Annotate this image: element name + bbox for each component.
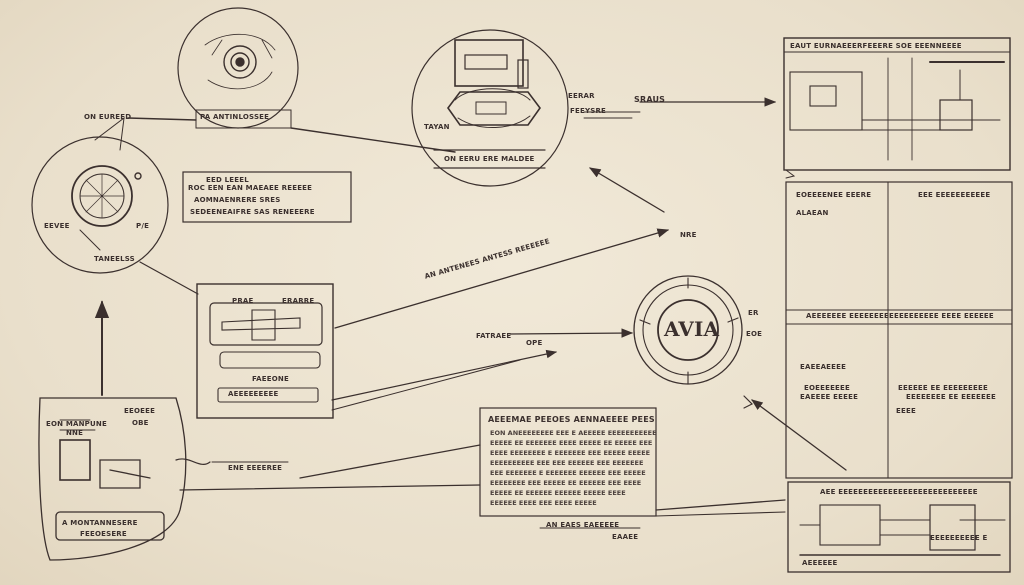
description-line: EEE EEEEEEE E EEEEEEE EEEEEE EEE EEEEE — [490, 469, 646, 477]
panel-pointer-label: ENE EEEEREE — [228, 464, 283, 472]
table-col-1-header: EOEEEENEE EEERE — [796, 191, 872, 199]
table-col-2-header: EEE EEEEEEEEEEE — [918, 191, 991, 199]
machine-caption: ON EERU ERE MALDEE — [444, 155, 535, 163]
center-box-bottom-label: FAEEONE — [252, 375, 289, 383]
info-line-3: AOMNAENRERE SRES — [194, 196, 281, 204]
info-line-4: SEDEENEAIFRE SAS RENEEERE — [190, 208, 315, 216]
top-circle-caption-box — [195, 109, 292, 129]
info-line-1: EED LEEEL — [206, 176, 249, 184]
table-cell-3a: EAEEAEEEE — [800, 363, 847, 371]
gauge-circle — [31, 116, 169, 274]
machine-side-label-2: FEEYSRE — [570, 107, 607, 115]
avia-right-label-2: EOE — [746, 330, 763, 338]
bottom-left-panel — [38, 397, 187, 561]
table-cell-3d: EEEEEE EE EEEEEEEEE — [898, 384, 988, 392]
right-spec-table — [785, 181, 1013, 479]
table-cell-3e: EEEEEEEE EE EEEEEEE — [906, 393, 996, 401]
bottom-right-foot-1: AEEEEEE — [802, 559, 838, 567]
panel-top-label: EON MANPUNE — [46, 420, 107, 428]
description-box — [479, 407, 657, 517]
bottom-right-schematic — [787, 481, 1011, 573]
description-line: EEEE EEEEEEEE E EEEEEEE EEE EEEEE EEEEE — [490, 449, 651, 457]
panel-badge-label: A MONTANNESERE — [62, 519, 138, 527]
avia-circle — [633, 275, 743, 385]
machine-side-label-3: TAYAN — [424, 123, 450, 131]
bottom-right-foot-2: EEEEEEEEEE E — [930, 534, 988, 542]
avia-small-label: OPE — [526, 339, 543, 347]
gauge-bottom-label: TANEELSS — [94, 255, 135, 263]
table-cell-3b: EOEEEEEEE — [804, 384, 851, 392]
avia-title: AVIA — [664, 317, 720, 341]
description-line: EEEEE EE EEEEEE EEEEEE EEEEE EEEE — [490, 489, 626, 497]
sraus-label: SRAUS — [634, 95, 666, 104]
left-pointer-label: ON EUREED — [84, 113, 132, 121]
info-box — [182, 171, 352, 223]
table-cell-3f: EEEE — [896, 407, 916, 415]
description-foot-2: EAAEE — [612, 533, 639, 541]
avia-left-label: FATRAEE — [476, 332, 512, 340]
center-box-top-label: PRAE — [232, 297, 254, 305]
description-line: EON ANEEEEEEEE EEE E AEEEEE EEEEEEEEEEE — [490, 429, 657, 437]
description-line: EEEEE EE EEEEEEE EEEE EEEEE EE EEEEE EEE — [490, 439, 653, 447]
right-schematic-box — [783, 37, 1011, 171]
center-box-button-label: AEEEEEEEEE — [228, 390, 279, 398]
table-row-1: ALAEAN — [796, 209, 829, 217]
center-control-box — [196, 283, 334, 419]
table-wide-row: AEEEEEEE EEEEEEEEEEEEEEEEEE EEEE EEEEEE — [806, 312, 994, 320]
description-line: EEEEEEEE EEE EEEEE EE EEEEEE EEE EEEE — [490, 479, 642, 487]
bottom-right-title: AEE EEEEEEEEEEEEEEEEEEEEEEEEEEEE — [820, 488, 978, 496]
avia-right-label-1: ER — [748, 309, 759, 317]
top-circle-caption: PA ANTINLOSSEE — [200, 113, 270, 121]
panel-side-label-1: EEOEEE — [124, 407, 156, 415]
gauge-p-label: P/E — [136, 222, 150, 230]
panel-side-label-2: OBE — [132, 419, 149, 427]
nre-label: NRE — [680, 231, 697, 239]
description-foot-1: AN EAES EAEEEEE — [546, 521, 620, 529]
machine-circle — [411, 29, 569, 187]
info-line-2: ROC EEN EAN MAEAEE REEEEE — [188, 184, 313, 192]
machine-side-label-1: EERAR — [568, 92, 595, 100]
center-box-top-label-2: ERARRE — [282, 297, 315, 305]
description-title: AEEEMAE PEEOES AENNAEEEE PEES — [488, 415, 655, 424]
right-box-title: EAUT EURNAEEERFEEERE SOE EEENNEEEE — [790, 42, 962, 50]
table-cell-3c: EAEEEE EEEEE — [800, 393, 859, 401]
gauge-side-label: EEVEE — [44, 222, 70, 230]
panel-top-label-2: NNE — [66, 429, 84, 437]
description-line: EEEEEE EEEE EEE EEEE EEEEE — [490, 499, 597, 507]
description-line: EEEEEEEEEE EEE EEE EEEEEE EEE EEEEEEE — [490, 459, 644, 467]
panel-badge-sub-label: FEEOESERE — [80, 530, 127, 538]
